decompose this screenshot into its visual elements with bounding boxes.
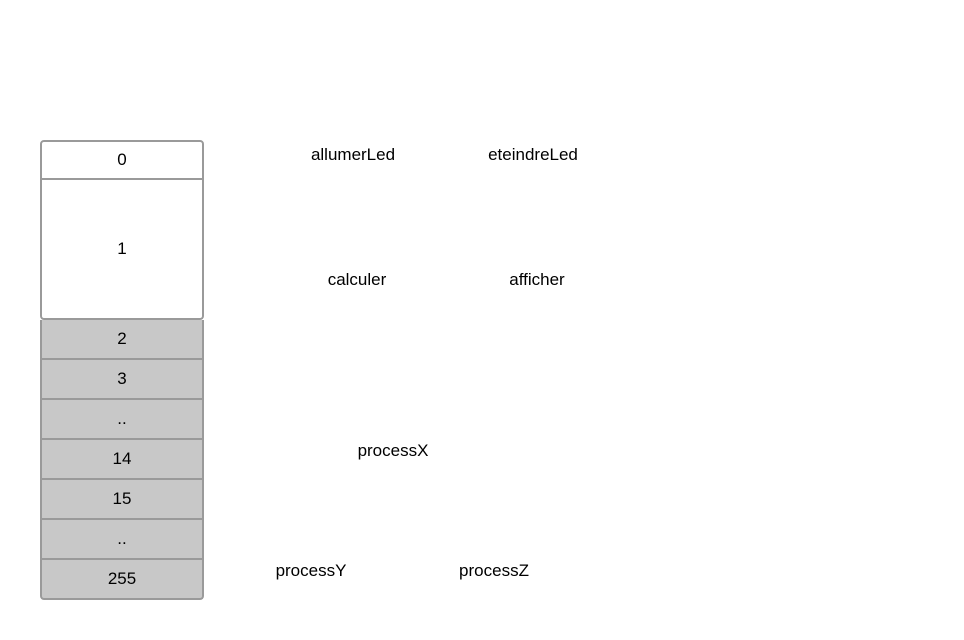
stack-cell-label: .. xyxy=(117,529,127,548)
function-processy: processY xyxy=(275,561,347,580)
function-eteindreled: eteindreLed xyxy=(488,145,578,164)
stack-cell-1: 1 xyxy=(40,180,204,320)
function-processx: processX xyxy=(357,441,429,460)
stack-cell-ellipsis-1: .. xyxy=(40,400,204,440)
function-calculer: calculer xyxy=(327,270,387,289)
stack-cell-14: 14 xyxy=(40,440,204,480)
stack-cell-3: 3 xyxy=(40,360,204,400)
stack-cell-label: .. xyxy=(117,409,127,428)
stack-cell-label: 15 xyxy=(112,489,132,508)
stack-cell-label: 3 xyxy=(117,369,127,388)
stack-cell-ellipsis-2: .. xyxy=(40,520,204,560)
function-afficher: afficher xyxy=(509,270,565,289)
stack-cell-255: 255 xyxy=(40,560,204,600)
stack-cell-15: 15 xyxy=(40,480,204,520)
stack-cell-label: 0 xyxy=(117,150,127,169)
stack-cell-label: 1 xyxy=(117,239,127,258)
memory-stack: 0 1 2 3 .. 14 15 .. 255 xyxy=(40,140,204,600)
function-processz: processZ xyxy=(459,561,529,580)
stack-cell-0: 0 xyxy=(40,140,204,180)
stack-cell-label: 2 xyxy=(117,329,127,348)
stack-cell-label: 255 xyxy=(107,569,137,588)
stack-cell-label: 14 xyxy=(112,449,132,468)
stack-cell-2: 2 xyxy=(40,320,204,360)
function-allumerled: allumerLed xyxy=(310,145,396,164)
